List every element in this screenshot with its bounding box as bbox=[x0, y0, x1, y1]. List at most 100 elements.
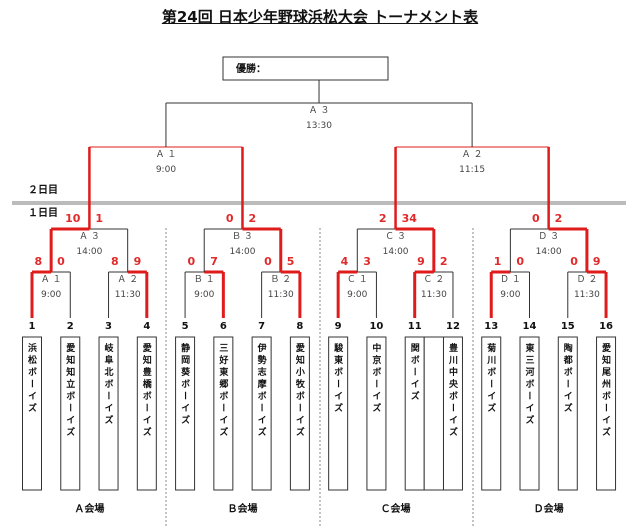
score-left: 4 bbox=[341, 255, 349, 268]
match-time: 13:30 bbox=[306, 121, 332, 131]
team-name: 陶都ボーイズ bbox=[561, 343, 572, 415]
team-name: 三好東郷ボーイズ bbox=[217, 343, 228, 439]
match-label: Ｂ １ bbox=[194, 275, 215, 285]
score-right: 2 bbox=[248, 212, 256, 225]
team-number: 9 bbox=[335, 321, 342, 332]
team-box bbox=[481, 336, 502, 491]
team-name-container: 愛知知立ボーイズ bbox=[64, 343, 75, 439]
score-right: 0 bbox=[57, 255, 65, 268]
match-time: 14:00 bbox=[383, 247, 409, 257]
match-time: 9:00 bbox=[41, 290, 61, 300]
match-label: Ｂ ２ bbox=[270, 275, 291, 285]
score-left: 0 bbox=[188, 255, 196, 268]
team-number: 5 bbox=[182, 321, 189, 332]
score-right: 34 bbox=[402, 212, 418, 225]
match-label: Ａ ３ bbox=[309, 106, 330, 116]
team-name: 愛知豊橋ボーイズ bbox=[140, 343, 151, 439]
match-time: 11:30 bbox=[268, 290, 294, 300]
team-name-container: 愛知豊橋ボーイズ bbox=[140, 343, 151, 439]
team-box bbox=[22, 336, 42, 491]
team-name: 岐阜北ボーイズ bbox=[102, 343, 113, 427]
team-name-container: 駿東ボーイズ bbox=[332, 343, 343, 415]
score-left: 8 bbox=[111, 255, 119, 268]
match-label: Ｃ １ bbox=[347, 275, 368, 285]
team-name-container: 静岡葵ボーイズ bbox=[179, 343, 189, 427]
score-left: 8 bbox=[34, 255, 42, 268]
team-box bbox=[596, 336, 617, 491]
team-name: 東三河ボーイズ bbox=[523, 343, 534, 427]
team-number: 2 bbox=[67, 321, 74, 332]
match-time: 14:00 bbox=[230, 247, 256, 257]
team-box bbox=[519, 336, 540, 491]
blank-box bbox=[423, 336, 444, 491]
score-right: 5 bbox=[287, 255, 295, 268]
team-name-container: 東三河ボーイズ bbox=[523, 343, 534, 427]
team-box bbox=[213, 336, 234, 491]
team-name-container: 伊勢志摩ボーイズ bbox=[256, 343, 266, 439]
team-name-container: 関ボーイズ bbox=[408, 343, 419, 403]
venue-label: Ｂ会場 bbox=[227, 502, 257, 515]
match-label: Ａ ２ bbox=[462, 150, 483, 160]
score-right: 7 bbox=[210, 255, 218, 268]
match-time: 9:00 bbox=[347, 290, 367, 300]
team-number: 8 bbox=[296, 321, 303, 332]
team-box bbox=[175, 336, 196, 491]
team-name: 愛知知立ボーイズ bbox=[64, 343, 75, 439]
score-right: 0 bbox=[516, 255, 524, 268]
team-number: 10 bbox=[369, 321, 383, 332]
team-number: 1 bbox=[29, 321, 36, 332]
match-time: 11:15 bbox=[459, 165, 485, 175]
team-box bbox=[289, 336, 310, 491]
team-name: 駿東ボーイズ bbox=[332, 343, 343, 415]
venue-label: Ｃ会場 bbox=[381, 502, 411, 515]
team-number: 3 bbox=[105, 321, 112, 332]
match-label: Ｂ ３ bbox=[232, 232, 253, 242]
score-right: 9 bbox=[134, 255, 142, 268]
team-name: 豊川中央ボーイズ bbox=[446, 343, 457, 439]
team-number: 13 bbox=[484, 321, 498, 332]
champion-label: 優勝： bbox=[235, 62, 266, 75]
match-time: 9:00 bbox=[194, 290, 214, 300]
team-number: 6 bbox=[220, 321, 227, 332]
team-name-container: 陶都ボーイズ bbox=[561, 343, 572, 415]
score-left: 10 bbox=[65, 212, 81, 225]
team-number: 11 bbox=[408, 321, 422, 332]
venue-label: Ａ会場 bbox=[74, 502, 104, 515]
team-name-container: 浜松ボーイズ bbox=[26, 343, 36, 415]
match-time: 11:30 bbox=[574, 290, 600, 300]
match-label: Ｄ １ bbox=[500, 275, 521, 285]
day2-label: ２日目 bbox=[28, 184, 58, 196]
day1-label: １日目 bbox=[28, 207, 58, 219]
score-left: 0 bbox=[226, 212, 234, 225]
match-label: Ｄ ３ bbox=[538, 232, 559, 242]
match-label: Ｃ ３ bbox=[385, 232, 406, 242]
team-box bbox=[60, 336, 81, 491]
score-left: 0 bbox=[264, 255, 272, 268]
team-box bbox=[136, 336, 157, 491]
match-time: 11:30 bbox=[421, 290, 447, 300]
team-name: 愛知尾州ボーイズ bbox=[600, 343, 611, 439]
score-left: 9 bbox=[417, 255, 425, 268]
match-label: Ａ １ bbox=[41, 275, 62, 285]
match-time: 14:00 bbox=[536, 247, 562, 257]
team-name: 関ボーイズ bbox=[408, 343, 419, 403]
match-label: Ａ ２ bbox=[117, 275, 138, 285]
team-box bbox=[98, 336, 119, 491]
team-number: 16 bbox=[599, 321, 613, 332]
venue-label: Ｄ会場 bbox=[534, 502, 564, 515]
team-number: 7 bbox=[258, 321, 265, 332]
score-left: 2 bbox=[379, 212, 387, 225]
team-name: 愛知小牧ボーイズ bbox=[293, 343, 304, 439]
team-name-container: 菊川ボーイズ bbox=[485, 343, 495, 415]
team-name: 中京ボーイズ bbox=[370, 343, 381, 415]
team-box bbox=[251, 336, 272, 491]
match-label: Ａ ３ bbox=[79, 232, 100, 242]
team-name-container: 三好東郷ボーイズ bbox=[217, 343, 228, 439]
team-number: 4 bbox=[143, 321, 150, 332]
match-time: 14:00 bbox=[76, 247, 102, 257]
team-box bbox=[328, 336, 349, 491]
team-name-container: 愛知尾州ボーイズ bbox=[600, 343, 611, 439]
score-right: 9 bbox=[593, 255, 601, 268]
team-name: 浜松ボーイズ bbox=[26, 343, 36, 415]
